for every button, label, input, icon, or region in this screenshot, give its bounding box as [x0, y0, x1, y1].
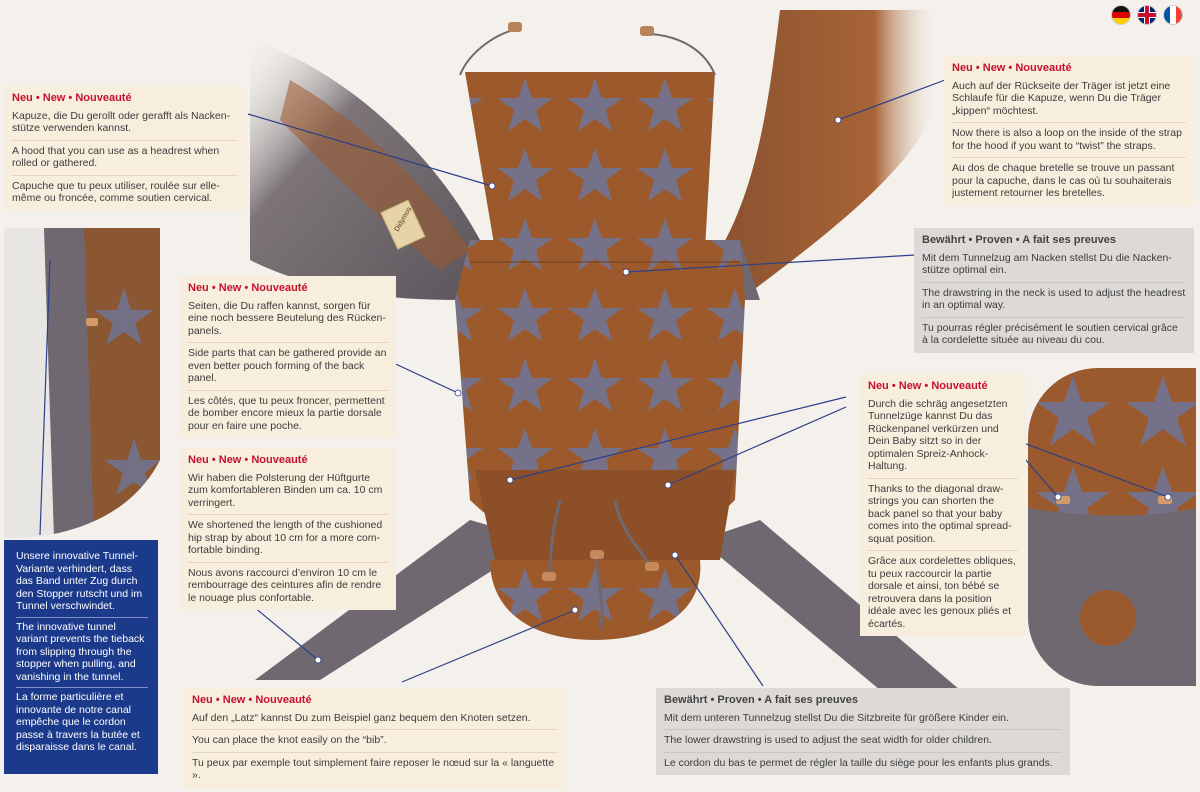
strap-loop-text-en: Now there is also a loop on the inside o…: [952, 122, 1186, 152]
neck-drawstring-info-box: Bewährt • Proven • A fait ses preuves Mi…: [914, 228, 1194, 353]
english-flag-icon[interactable]: [1138, 6, 1156, 24]
hip-strap-text-en: We shortened the length of the cushioned…: [188, 514, 388, 557]
diagonal-drawstrings-info-box: Neu • New • Nouveauté Durch die schräg a…: [860, 374, 1026, 636]
box-heading: Neu • New • Nouveauté: [868, 380, 988, 392]
neck-drawstring-text-fr: Tu pourras régler précisément le soutien…: [922, 316, 1186, 347]
tunnel-text-de: Unsere innovative Tunnel-Variante verhin…: [16, 550, 143, 612]
diagonal-text-de: Durch die schräg angesetzten Tunnelzüge …: [868, 397, 1008, 473]
hood-text-fr: Capuche que tu peux utiliser, roulée sur…: [12, 174, 238, 205]
tunnel-text-fr: La forme particulière et innovante de no…: [16, 687, 148, 754]
tunnel-text-en: The innovative tunnel variant prevents t…: [16, 616, 148, 684]
side-parts-text-fr: Les côtés, que tu peux froncer, permette…: [188, 389, 388, 433]
label-patch-text: Didymos: [394, 205, 414, 233]
diagonal-text-fr: Grâce aux cordelettes obliques, tu peux …: [868, 550, 1018, 630]
side-parts-text-de: Seiten, die Du raffen kannst, sorgen für…: [188, 299, 386, 337]
strap-loop-text-fr: Au dos de chaque bretelle se trouve un p…: [952, 157, 1186, 200]
side-parts-text-en: Side parts that can be gathered provide …: [188, 342, 388, 385]
german-flag-icon[interactable]: [1112, 6, 1130, 24]
hip-strap-text-de: Wir haben die Polsterung der Hüftgurte z…: [188, 471, 383, 509]
seat-width-text-en: The lower drawstring is used to adjust t…: [664, 729, 1062, 747]
neck-drawstring-text-de: Mit dem Tunnelzug am Nacken stellst Du d…: [922, 251, 1172, 277]
strap-loop-info-box: Neu • New • Nouveauté Auch auf der Rücks…: [944, 56, 1194, 206]
box-heading: Neu • New • Nouveauté: [12, 92, 132, 104]
bib-info-box: Neu • New • Nouveauté Auf den „Latz“ kan…: [184, 688, 566, 788]
hip-strap-info-box: Neu • New • Nouveauté Wir haben die Pols…: [180, 448, 396, 610]
bib-text-de: Auf den „Latz“ kannst Du zum Beispiel ga…: [192, 711, 531, 724]
box-heading: Neu • New • Nouveauté: [188, 282, 308, 294]
diagonal-text-en: Thanks to the diagonal draw-strings you …: [868, 477, 1018, 546]
hood-text-de: Kapuze, die Du gerollt oder gerafft als …: [12, 109, 231, 135]
hip-strap-text-fr: Nous avons raccourci d’environ 10 cm le …: [188, 561, 388, 605]
strap-loop-text-de: Auch auf der Rückseite der Träger ist je…: [952, 79, 1171, 117]
bib-text-fr: Tu peux par exemple tout simplement fair…: [192, 751, 558, 782]
seat-width-info-box: Bewährt • Proven • A fait ses preuves Mi…: [656, 688, 1070, 775]
seat-width-text-de: Mit dem unteren Tunnelzug stellst Du die…: [664, 711, 1009, 724]
box-heading: Neu • New • Nouveauté: [188, 454, 308, 466]
tunnel-closeup-photo: [4, 228, 160, 538]
language-flags: [1112, 6, 1182, 24]
box-heading: Bewährt • Proven • A fait ses preuves: [664, 694, 858, 706]
box-heading: Neu • New • Nouveauté: [952, 62, 1072, 74]
seat-width-text-fr: Le cordon du bas te permet de régler la …: [664, 751, 1062, 770]
box-heading: Neu • New • Nouveauté: [192, 694, 312, 706]
french-flag-icon[interactable]: [1164, 6, 1182, 24]
neck-drawstring-text-en: The drawstring in the neck is used to ad…: [922, 281, 1186, 312]
hood-text-en: A hood that you can use as a headrest wh…: [12, 139, 238, 170]
side-parts-info-box: Neu • New • Nouveauté Seiten, die Du raf…: [180, 276, 396, 438]
tunnel-info-panel: Unsere innovative Tunnel-Variante verhin…: [4, 540, 158, 774]
bib-text-en: You can place the knot easily on the “bi…: [192, 729, 558, 747]
diagonal-drawstring-closeup-photo: [1028, 368, 1196, 686]
hood-info-box: Neu • New • Nouveauté Kapuze, die Du ger…: [4, 86, 246, 211]
box-heading: Bewährt • Proven • A fait ses preuves: [922, 234, 1116, 246]
